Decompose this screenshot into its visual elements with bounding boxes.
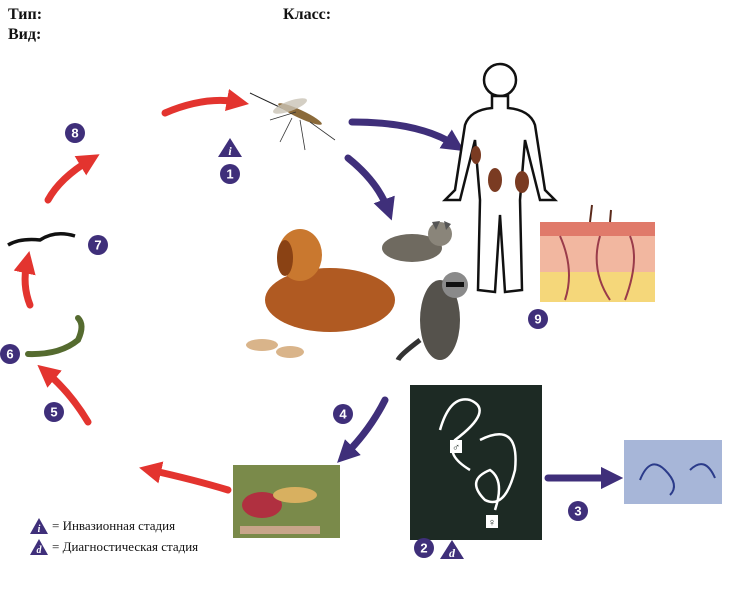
- arrow-5-to-6: [37, 364, 92, 426]
- step-badge-2: [414, 538, 434, 558]
- step-badge-3: [568, 501, 588, 521]
- step-number-7: 7: [94, 238, 101, 253]
- step-number-5: 5: [50, 405, 57, 420]
- step-number-2: 2: [420, 541, 427, 556]
- human-silhouette-icon: [441, 62, 559, 294]
- species-label: Вид:: [8, 26, 42, 43]
- step-number-1: 1: [226, 167, 233, 182]
- step-number-4: 4: [339, 407, 347, 422]
- arrow-7-to-8: [44, 154, 100, 204]
- skin-section-icon: [540, 204, 655, 302]
- step-number-9: 9: [534, 312, 541, 327]
- legend-infective-letter: i: [38, 524, 41, 534]
- step-number-3: 3: [574, 504, 581, 519]
- diagnostic-letter: d: [449, 546, 456, 560]
- step-badge-5: [44, 402, 64, 422]
- cat-icon: [382, 221, 452, 262]
- step-badge-8: [65, 123, 85, 143]
- arrow-4-to-5: [139, 461, 232, 494]
- type-label: Тип:: [8, 6, 43, 23]
- arrow-2-to-4: [337, 396, 389, 463]
- adult-worms-icon: ♂ ♀: [410, 385, 542, 540]
- class-label: Класс:: [283, 6, 332, 23]
- male-symbol: ♂: [452, 442, 460, 454]
- legend-infective-text: = Инвазионная стадия: [52, 518, 176, 533]
- infective-triangle-icon: i: [30, 518, 48, 534]
- legend-diagnostic-letter: d: [37, 545, 43, 555]
- infective-marker-top: i: [218, 138, 242, 158]
- microfilariae-icon: [624, 440, 722, 504]
- legend-diagnostic-text: = Диагностическая стадия: [52, 539, 199, 554]
- step-badge-6: [0, 344, 20, 364]
- step-number-8: 8: [71, 126, 78, 141]
- step-badge-7: [88, 235, 108, 255]
- infective-letter-top: i: [228, 144, 232, 158]
- mosquito-icon: [249, 92, 336, 151]
- larva-icon: [7, 232, 76, 247]
- step-badge-1: [220, 164, 240, 184]
- step-number-6: 6: [6, 347, 13, 362]
- diagnostic-marker: d: [440, 540, 464, 560]
- legend-diagnostic: d = Диагностическая стадия: [30, 539, 198, 555]
- legend-infective: i = Инвазионная стадия: [30, 518, 175, 534]
- female-symbol: ♀: [488, 517, 496, 529]
- step-badges: 1 2 3 4 5 6 7 8 9: [0, 123, 588, 558]
- raccoon-icon: [395, 272, 468, 362]
- diagnostic-triangle-icon: d: [30, 539, 48, 555]
- arrow-1-to-human: [348, 118, 465, 152]
- arrow-8-to-1: [161, 88, 250, 117]
- step-badge-4: [333, 404, 353, 424]
- step-badge-9: [528, 309, 548, 329]
- infection-spots: [471, 146, 529, 193]
- arrow-1-to-animals: [344, 154, 395, 221]
- arrow-6-to-7: [13, 251, 36, 309]
- dog-icon: [246, 229, 395, 358]
- mosquito-feeding-icon: [233, 465, 340, 538]
- larva-icon-6: [25, 315, 85, 358]
